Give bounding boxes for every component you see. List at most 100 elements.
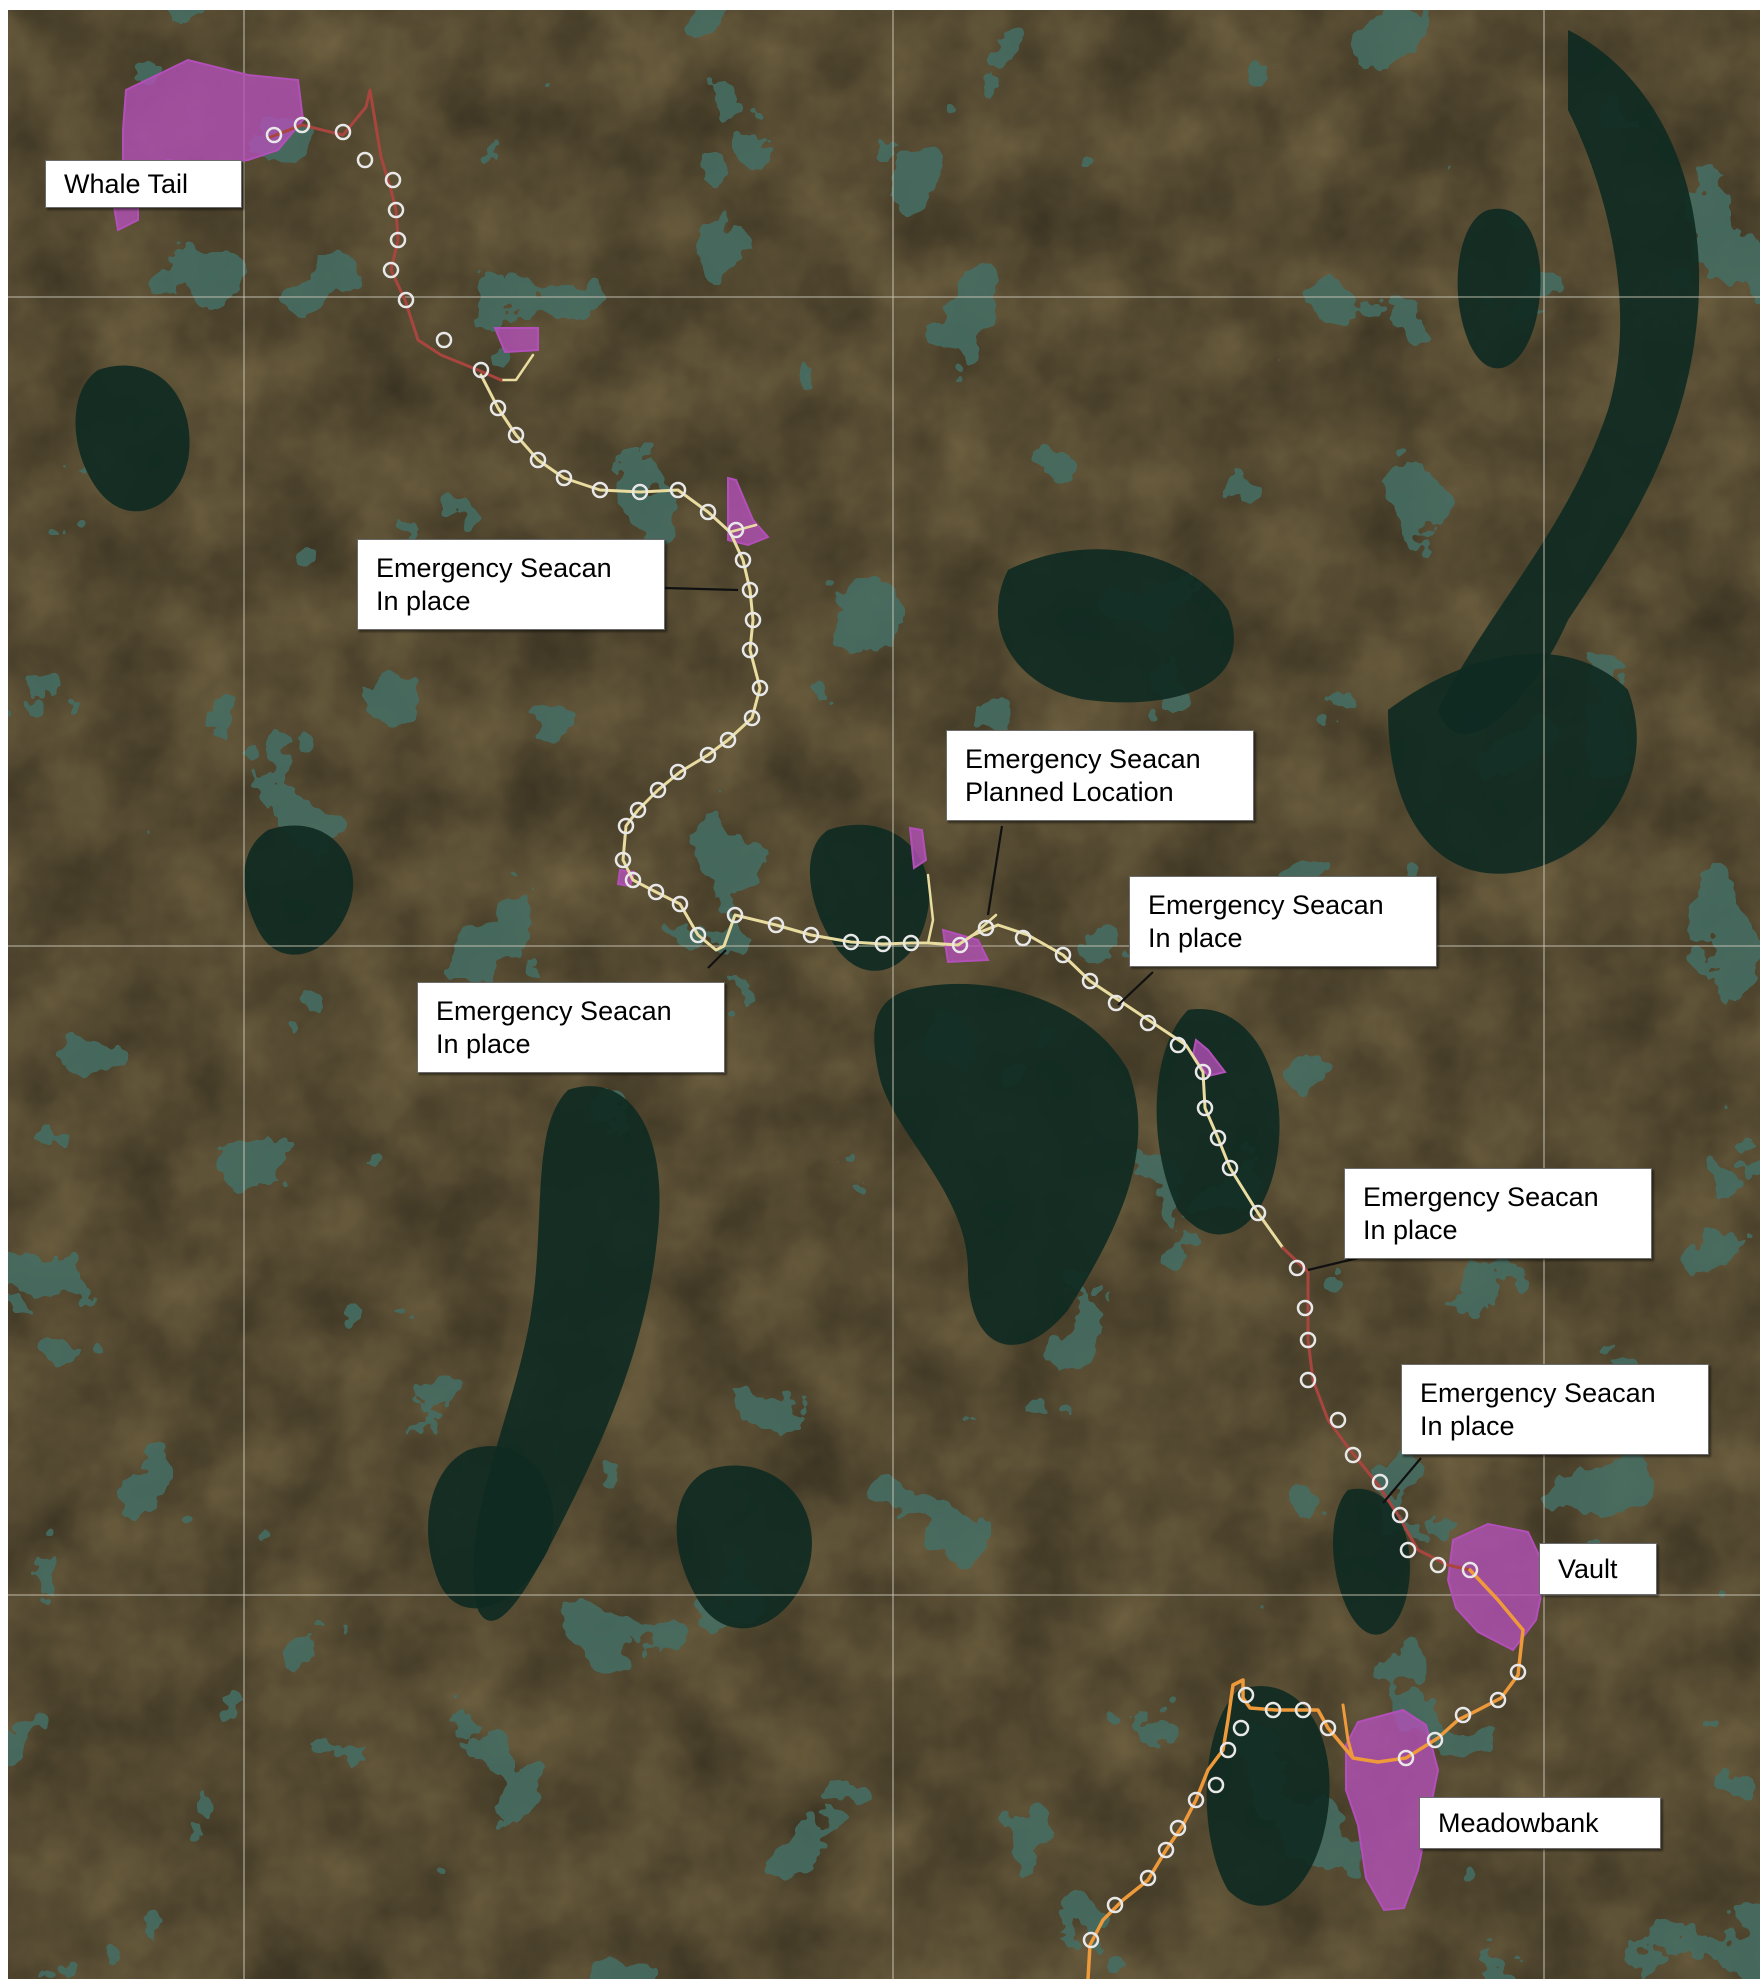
haul-road-north-section bbox=[266, 88, 503, 382]
road-marker bbox=[647, 883, 665, 901]
lake bbox=[1438, 30, 1700, 735]
road-marker bbox=[1237, 1686, 1255, 1704]
lake bbox=[244, 825, 354, 955]
haul-road-spur bbox=[499, 353, 535, 382]
site-footprint-vault bbox=[1446, 1522, 1548, 1652]
road-marker bbox=[1221, 1159, 1239, 1177]
road-marker bbox=[384, 171, 402, 189]
road-marker bbox=[1082, 1931, 1100, 1949]
road-marker bbox=[699, 503, 717, 521]
road-marker bbox=[591, 481, 609, 499]
road-marker bbox=[1196, 1099, 1214, 1117]
road-markers bbox=[265, 116, 1527, 1949]
road-marker bbox=[617, 817, 635, 835]
lake bbox=[1388, 653, 1637, 874]
road-marker bbox=[1319, 1719, 1337, 1737]
lake bbox=[997, 549, 1234, 703]
site-name: Whale Tail bbox=[64, 169, 189, 199]
seacan-status: In place bbox=[1148, 923, 1243, 953]
leader-line bbox=[986, 825, 1004, 916]
road-marker bbox=[293, 116, 311, 134]
haul-road-main bbox=[479, 373, 1285, 1250]
road-marker bbox=[1139, 1869, 1157, 1887]
road-marker bbox=[1054, 946, 1072, 964]
seacan-title: Emergency Seacan bbox=[1363, 1182, 1599, 1212]
road-marker bbox=[472, 361, 490, 379]
site-footprint bbox=[493, 327, 539, 354]
lake bbox=[1206, 1686, 1330, 1906]
road-marker bbox=[389, 231, 407, 249]
road-marker bbox=[842, 933, 860, 951]
road-marker bbox=[1081, 972, 1099, 990]
road-marker bbox=[529, 451, 547, 469]
road-marker bbox=[356, 151, 374, 169]
road-marker bbox=[689, 926, 707, 944]
road-marker bbox=[1296, 1299, 1314, 1317]
leader-line bbox=[1307, 1256, 1359, 1272]
road-marker bbox=[1107, 994, 1125, 1012]
seacan-status: In place bbox=[376, 586, 471, 616]
seacan-title: Emergency Seacan bbox=[1148, 890, 1384, 920]
leader-line bbox=[707, 949, 727, 969]
major-lakes bbox=[75, 30, 1700, 1906]
road-marker bbox=[1461, 1561, 1479, 1579]
road-marker bbox=[1489, 1691, 1507, 1709]
seacan-callout-3: Emergency Seacan In place bbox=[1129, 876, 1437, 967]
site-footprint bbox=[908, 826, 928, 870]
lake bbox=[1333, 1488, 1410, 1635]
road-marker bbox=[719, 731, 737, 749]
road-marker bbox=[1429, 1556, 1447, 1574]
road-marker bbox=[669, 481, 687, 499]
road-marker bbox=[1397, 1749, 1415, 1767]
road-marker bbox=[726, 906, 744, 924]
seacan-status: In place bbox=[1420, 1411, 1515, 1441]
road-marker bbox=[727, 521, 745, 539]
callout-leader-lines bbox=[664, 586, 1422, 1504]
road-marker bbox=[741, 581, 759, 599]
seacan-callout-1: Emergency Seacan In place bbox=[357, 539, 665, 630]
road-marker bbox=[1299, 1331, 1317, 1349]
road-marker bbox=[507, 426, 525, 444]
road-marker bbox=[1288, 1259, 1306, 1277]
seacan-title: Emergency Seacan bbox=[376, 553, 612, 583]
seacan-callout-planned: Emergency Seacan Planned Location bbox=[946, 730, 1254, 821]
seacan-title: Emergency Seacan bbox=[965, 744, 1201, 774]
site-footprint bbox=[1191, 1038, 1227, 1078]
road-marker bbox=[802, 926, 820, 944]
road-marker bbox=[387, 201, 405, 219]
road-marker bbox=[1169, 1819, 1187, 1837]
road-marker bbox=[671, 895, 689, 913]
map-grid bbox=[8, 10, 1760, 1979]
road-marker bbox=[265, 126, 283, 144]
road-marker bbox=[614, 851, 632, 869]
road-marker bbox=[397, 291, 415, 309]
seacan-callout-4: Emergency Seacan In place bbox=[417, 982, 725, 1073]
road-marker bbox=[1014, 929, 1032, 947]
lake bbox=[676, 1465, 812, 1629]
road-marker bbox=[951, 936, 969, 954]
road-marker bbox=[743, 709, 761, 727]
lake bbox=[75, 365, 190, 512]
leader-line bbox=[1382, 1457, 1422, 1504]
road-marker bbox=[631, 483, 649, 501]
road-marker bbox=[1371, 1473, 1389, 1491]
site-footprint bbox=[727, 476, 770, 547]
map-canvas[interactable]: Whale Tail Emergency Seacan In place Eme… bbox=[8, 10, 1760, 1979]
road-marker bbox=[902, 934, 920, 952]
road-marker bbox=[669, 763, 687, 781]
road-marker bbox=[1207, 1776, 1225, 1794]
seacan-status: In place bbox=[436, 1029, 531, 1059]
satellite-map bbox=[8, 10, 1760, 1979]
road-marker bbox=[624, 871, 642, 889]
road-marker bbox=[1399, 1541, 1417, 1559]
haul-roads bbox=[266, 88, 1525, 1979]
road-marker bbox=[1209, 1129, 1227, 1147]
access-road-spur bbox=[1341, 1703, 1355, 1760]
road-marker bbox=[699, 746, 717, 764]
road-marker bbox=[489, 399, 507, 417]
road-marker bbox=[1426, 1731, 1444, 1749]
road-marker bbox=[767, 916, 785, 934]
road-marker bbox=[744, 611, 762, 629]
haul-road-spur bbox=[926, 873, 935, 945]
seacan-callout-5: Emergency Seacan In place bbox=[1344, 1168, 1652, 1259]
